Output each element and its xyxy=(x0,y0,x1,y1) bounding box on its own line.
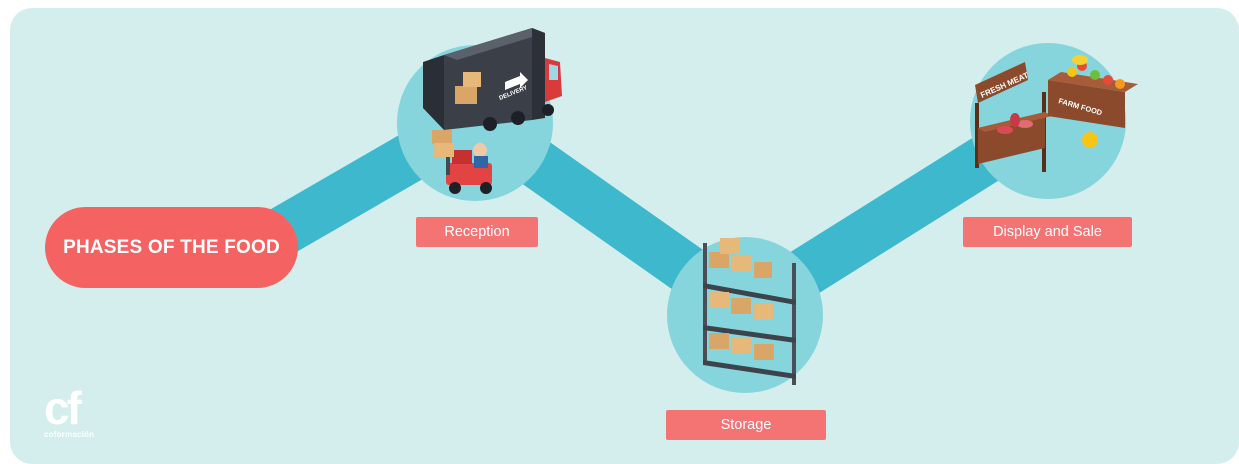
logo-text: coformación xyxy=(44,430,95,439)
phase-label-reception: Reception xyxy=(416,217,538,247)
warehouse-shelf-icon xyxy=(703,238,796,385)
reception-node: DELIVERY xyxy=(397,28,562,201)
market-stall-icon: FRESH MEAT FARM FOOD xyxy=(975,55,1138,172)
display-sale-node: FRESH MEAT FARM FOOD xyxy=(970,43,1138,199)
phase-label-storage: Storage xyxy=(666,410,826,440)
storage-node xyxy=(667,237,823,393)
diagram-title: PHASES OF THE FOOD xyxy=(45,207,298,288)
coformacion-logo: cf coformación xyxy=(44,382,124,450)
phase-label-display-sale: Display and Sale xyxy=(963,217,1132,247)
phase-path-line xyxy=(237,90,1062,341)
delivery-truck-icon: DELIVERY xyxy=(423,28,562,131)
logo-mark: cf xyxy=(44,382,82,434)
forklift-icon xyxy=(432,130,492,194)
